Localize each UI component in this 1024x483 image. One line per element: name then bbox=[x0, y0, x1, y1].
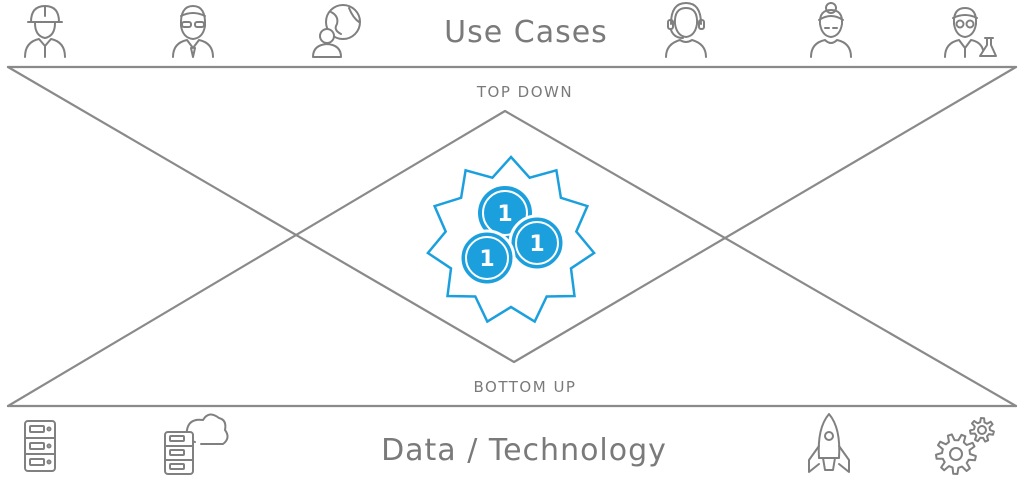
cloud-server-icon bbox=[164, 413, 229, 475]
bottom-up-label: BOTTOM UP bbox=[474, 378, 577, 396]
svg-text:1: 1 bbox=[497, 202, 512, 227]
server-stack-icon bbox=[24, 420, 56, 472]
data-technology-title: Data / Technology bbox=[381, 433, 667, 468]
bottom-up-triangle bbox=[6, 109, 1018, 408]
top-down-label: TOP DOWN bbox=[476, 83, 573, 101]
hardhat-worker-icon bbox=[24, 5, 66, 58]
svg-text:1: 1 bbox=[479, 247, 494, 272]
coin-right: 1 bbox=[508, 214, 566, 272]
top-down-triangle bbox=[6, 65, 1018, 364]
coin-left: 1 bbox=[458, 229, 516, 287]
svg-text:1: 1 bbox=[529, 232, 544, 257]
gear-big bbox=[935, 433, 977, 475]
coin-badge: 1 1 1 bbox=[426, 155, 596, 324]
starburst-badge-outline bbox=[426, 155, 596, 324]
sunglasses-agent-icon bbox=[172, 5, 214, 58]
use-cases-title: Use Cases bbox=[444, 15, 608, 50]
rocket-icon bbox=[808, 413, 850, 473]
woman-icon bbox=[810, 2, 852, 58]
gears-icon bbox=[935, 417, 995, 475]
gear-small bbox=[969, 417, 995, 443]
globe-person-icon bbox=[312, 4, 361, 58]
headset-support-icon bbox=[665, 2, 707, 58]
scientist-flask-icon bbox=[944, 7, 997, 58]
